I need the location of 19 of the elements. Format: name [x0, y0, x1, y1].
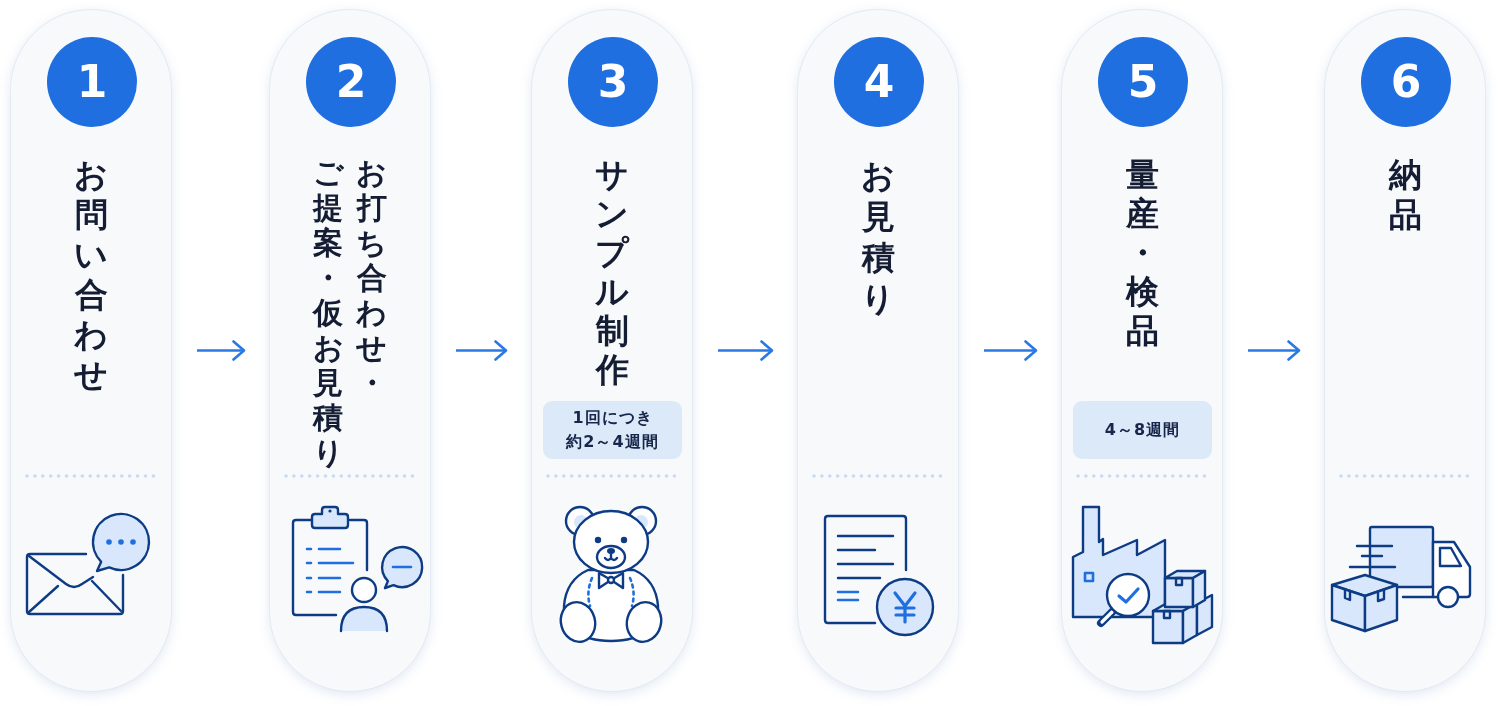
number-circle: 1 — [47, 37, 137, 127]
step-title: お見積り — [860, 155, 896, 319]
step-title: お問い合わせ — [73, 155, 109, 395]
arrow — [456, 340, 508, 361]
number-circle: 6 — [1361, 37, 1451, 127]
step-title: お打ち合わせ・ご提案・仮お見積り — [311, 155, 389, 470]
step-title: サンプル制作 — [594, 155, 631, 389]
number-circle: 5 — [1098, 37, 1188, 127]
arrow — [1248, 340, 1301, 361]
duration-tag: 1回につき約2～4週間 — [543, 401, 682, 459]
duration-tag: 4～8週間 — [1073, 401, 1212, 459]
number-circle: 4 — [834, 37, 924, 127]
number-circle: 3 — [568, 37, 658, 127]
step-title: 納品 — [1387, 155, 1423, 235]
number-circle: 2 — [306, 37, 396, 127]
arrow — [197, 340, 246, 361]
step-title: 量産・検品 — [1124, 155, 1160, 350]
arrow — [718, 340, 774, 361]
arrow — [984, 340, 1038, 361]
